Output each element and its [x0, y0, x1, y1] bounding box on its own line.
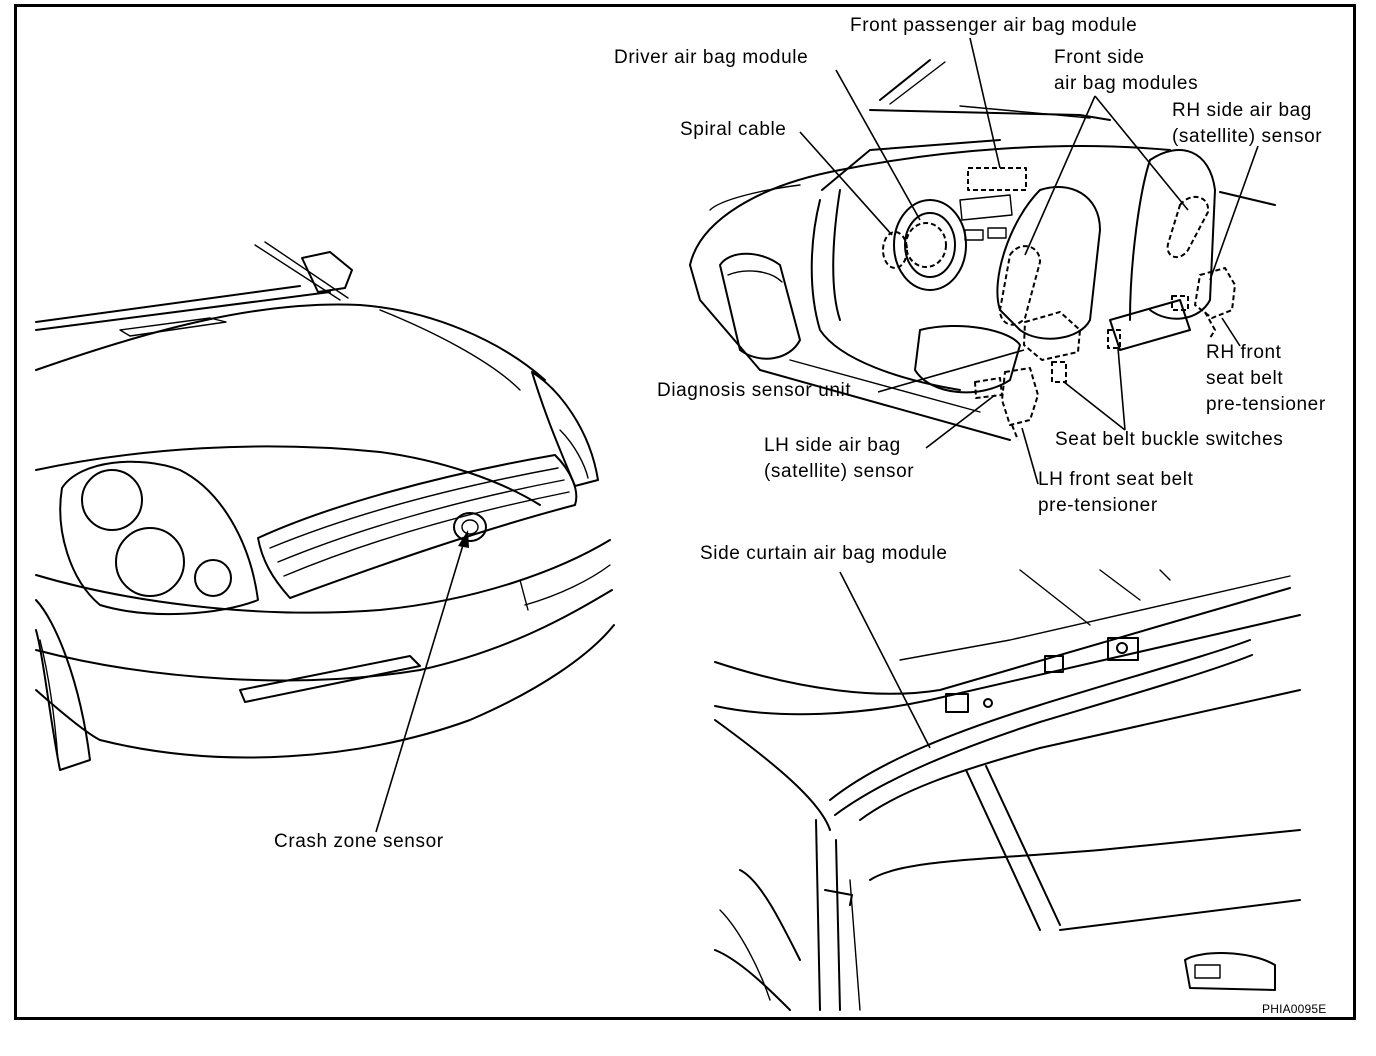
figure-frame — [14, 4, 1356, 1020]
crash-zone-sensor-label: Crash zone sensor — [274, 831, 444, 852]
lh-front-seat-belt-pretensioner-label: LH front seat belt pre-tensioner — [1038, 469, 1194, 516]
front-side-air-bag-modules-label: Front side air bag modules — [1054, 47, 1199, 94]
car-front-illustration — [35, 241, 615, 833]
spiral-cable-label: Spiral cable — [680, 119, 787, 140]
rh-front-seat-belt-pretensioner-label: RH front seat belt pre-tensioner — [1206, 342, 1326, 415]
driver-air-bag-module-label: Driver air bag module — [614, 47, 809, 68]
front-passenger-air-bag-module-label: Front passenger air bag module — [850, 15, 1138, 36]
diagnosis-sensor-unit-label: Diagnosis sensor unit — [657, 380, 852, 401]
side-curtain-air-bag-module-label: Side curtain air bag module — [700, 543, 948, 564]
seat-belt-buckle-switches-label: Seat belt buckle switches — [1055, 429, 1284, 450]
figure-code: PHIA0095E — [1262, 1002, 1327, 1016]
side-curtain-illustration — [714, 569, 1301, 1011]
lh-side-air-bag-sensor-label: LH side air bag (satellite) sensor — [764, 435, 915, 482]
interior-illustration — [689, 37, 1276, 485]
rh-side-air-bag-sensor-label: RH side air bag (satellite) sensor — [1172, 100, 1323, 147]
